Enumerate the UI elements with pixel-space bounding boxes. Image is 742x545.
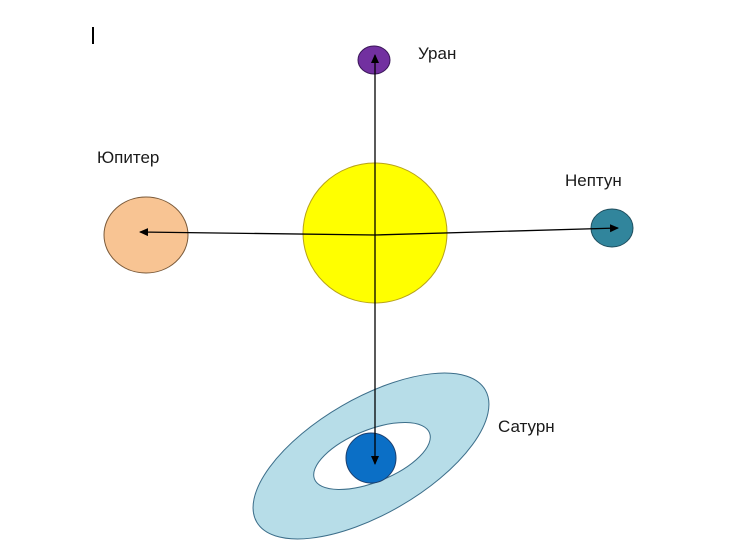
label-saturn: Сатурн xyxy=(498,417,555,437)
uranus-planet xyxy=(358,46,390,74)
label-jupiter: Юпитер xyxy=(97,148,159,168)
jupiter-planet xyxy=(104,197,188,273)
saturn-planet xyxy=(346,433,396,483)
label-uranus: Уран xyxy=(418,44,456,64)
label-neptune: Нептун xyxy=(565,171,622,191)
